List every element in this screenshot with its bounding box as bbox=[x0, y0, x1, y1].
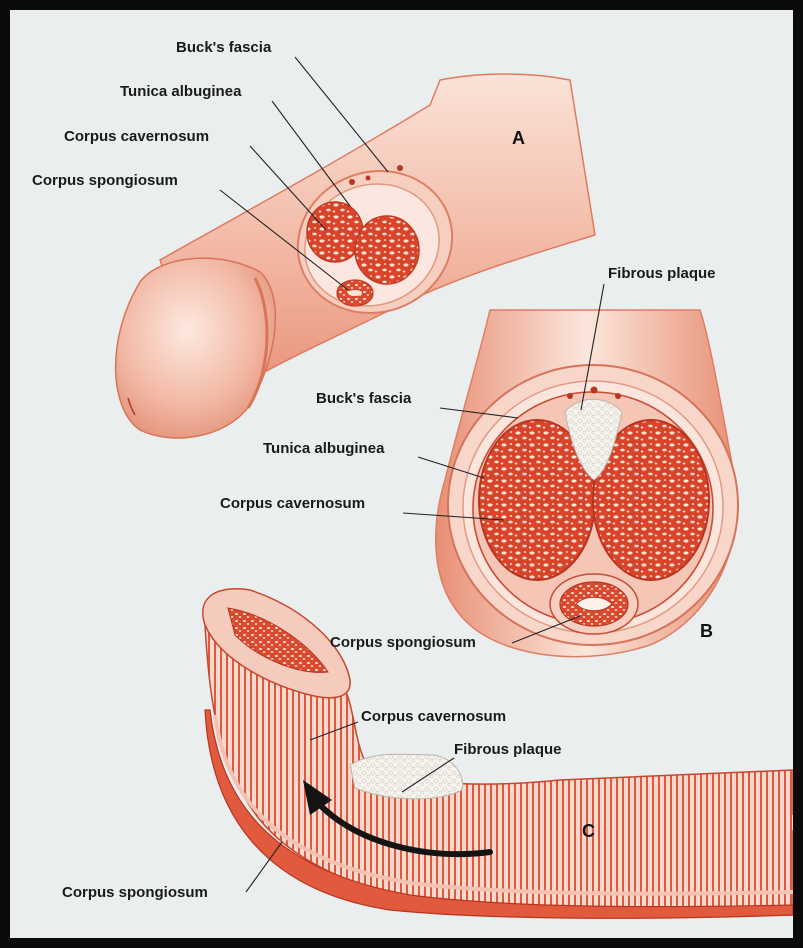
panel-letter-a: A bbox=[512, 128, 525, 148]
label-b-corpus-cavernosum: Corpus cavernosum bbox=[220, 495, 365, 512]
panel-b-illustration bbox=[435, 309, 739, 658]
label-a-tunica-albuginea: Tunica albuginea bbox=[120, 83, 242, 100]
illustration-canvas: Buck's fascia Tunica albuginea Corpus ca… bbox=[10, 10, 793, 938]
leader-b-tunica-albuginea bbox=[417, 456, 485, 479]
leader-b-corpus-cavernosum bbox=[402, 512, 505, 521]
leader-a-corpus-spongiosum bbox=[219, 189, 349, 291]
panel-letter-c: C bbox=[582, 821, 595, 841]
leader-a-bucks-fascia bbox=[294, 56, 389, 173]
label-b-bucks-fascia: Buck's fascia bbox=[316, 390, 412, 407]
leader-a-corpus-cavernosum bbox=[249, 145, 327, 231]
panel-a-illustration bbox=[114, 73, 596, 439]
label-b-corpus-spongiosum: Corpus spongiosum bbox=[330, 634, 476, 651]
leader-b-fibrous-plaque bbox=[580, 283, 605, 411]
anatomy-illustration: Buck's fascia Tunica albuginea Corpus ca… bbox=[32, 39, 793, 919]
label-a-bucks-fascia: Buck's fascia bbox=[176, 39, 272, 56]
leader-a-tunica-albuginea bbox=[271, 100, 351, 207]
label-c-corpus-cavernosum: Corpus cavernosum bbox=[361, 708, 506, 725]
leader-b-bucks-fascia bbox=[439, 407, 519, 419]
leader-c-corpus-spongiosum bbox=[245, 841, 283, 893]
label-b-fibrous-plaque: Fibrous plaque bbox=[608, 265, 716, 282]
leader-c-corpus-cavernosum bbox=[309, 721, 359, 741]
label-b-tunica-albuginea: Tunica albuginea bbox=[263, 440, 385, 457]
panel-c-illustration bbox=[202, 588, 793, 919]
leader-c-fibrous-plaque bbox=[401, 757, 455, 793]
label-a-corpus-spongiosum: Corpus spongiosum bbox=[32, 172, 178, 189]
label-c-fibrous-plaque: Fibrous plaque bbox=[454, 741, 562, 758]
label-a-corpus-cavernosum: Corpus cavernosum bbox=[64, 128, 209, 145]
panel-letter-b: B bbox=[700, 621, 713, 641]
label-c-corpus-spongiosum: Corpus spongiosum bbox=[62, 884, 208, 901]
leader-b-corpus-spongiosum bbox=[511, 615, 581, 644]
